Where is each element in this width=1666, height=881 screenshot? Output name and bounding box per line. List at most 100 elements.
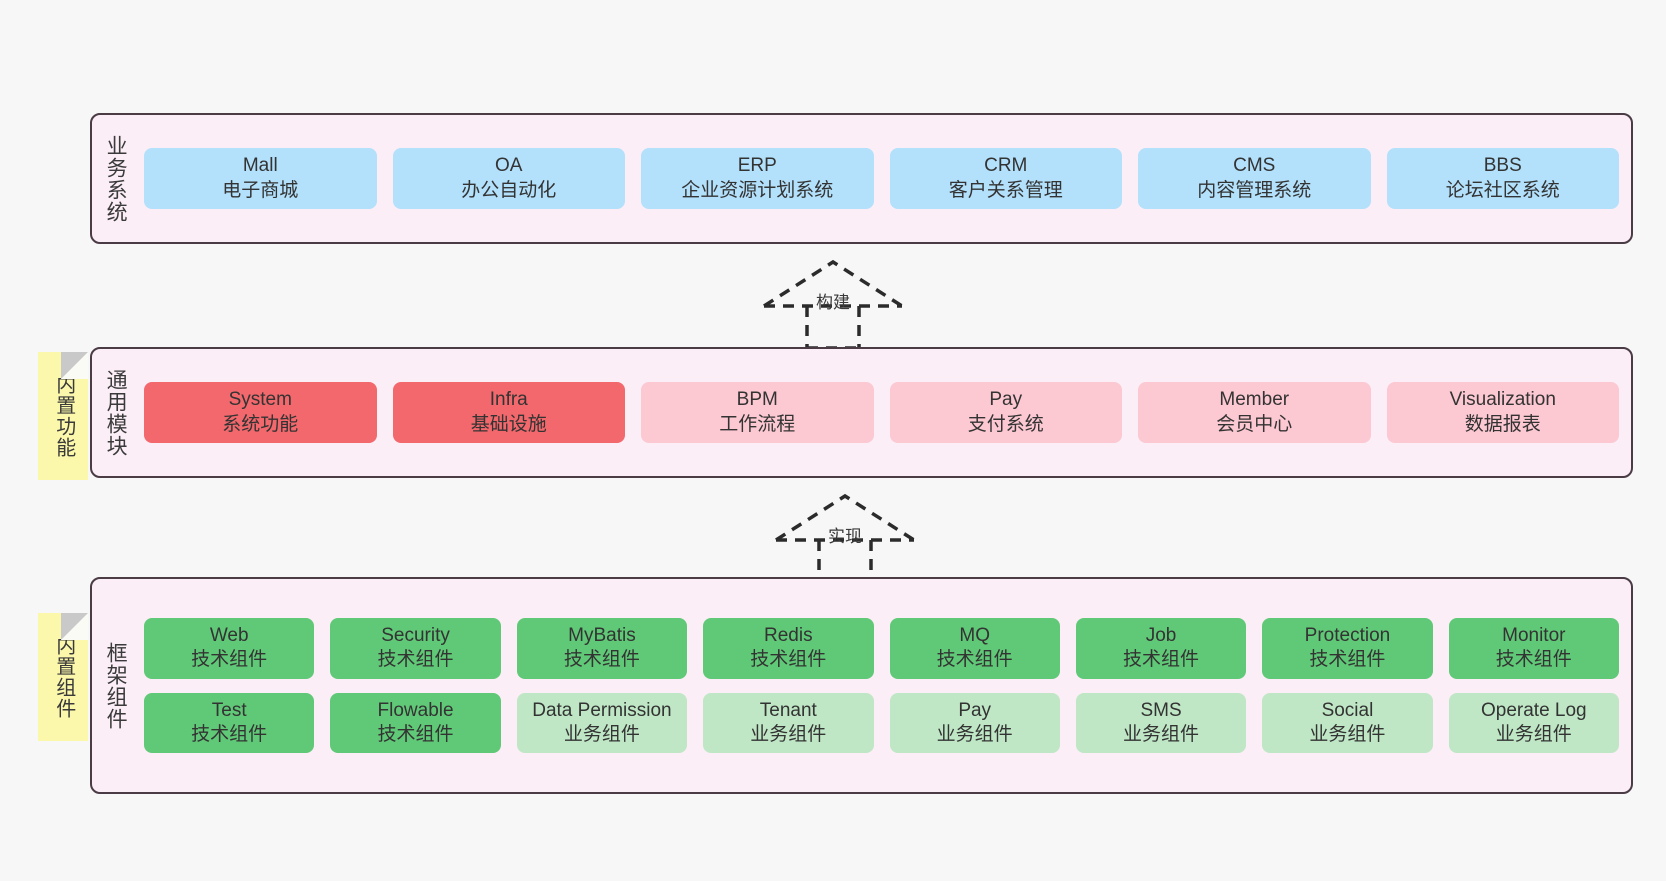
card-title: Pay bbox=[989, 389, 1023, 411]
card-title: Protection bbox=[1304, 624, 1391, 646]
card-title: Monitor bbox=[1502, 624, 1566, 646]
card-social[interactable]: Social 业务组件 bbox=[1262, 692, 1433, 754]
card-security[interactable]: Security 技术组件 bbox=[330, 617, 501, 679]
card-subtitle: 支付系统 bbox=[967, 413, 1044, 435]
card-title: MQ bbox=[959, 624, 990, 646]
card-title: Test bbox=[211, 699, 247, 721]
card-row: Test 技术组件 Flowable 技术组件 Data Permission … bbox=[144, 692, 1619, 754]
card-sms[interactable]: SMS 业务组件 bbox=[1075, 692, 1247, 754]
card-title: BPM bbox=[736, 389, 778, 411]
card-subtitle: 业务组件 bbox=[1123, 723, 1200, 745]
card-title: Social bbox=[1321, 699, 1374, 721]
card-title: Data Permission bbox=[532, 699, 672, 721]
layer-business-system: 业务系统 Mall 电子商城 OA 办公自动化 ERP 企业资源计划系统 CRM… bbox=[90, 113, 1633, 244]
card-job[interactable]: Job 技术组件 bbox=[1075, 617, 1247, 679]
card-subtitle: 业务组件 bbox=[1309, 723, 1386, 745]
card-mq[interactable]: MQ 技术组件 bbox=[889, 617, 1060, 679]
card-title: Job bbox=[1145, 624, 1177, 646]
card-subtitle: 系统功能 bbox=[222, 413, 299, 435]
connector-implement: 实现 bbox=[772, 492, 918, 584]
card-title: SMS bbox=[1140, 699, 1182, 721]
card-crm[interactable]: CRM 客户关系管理 bbox=[889, 148, 1122, 209]
card-infra[interactable]: Infra 基础设施 bbox=[392, 382, 625, 443]
card-system[interactable]: System 系统功能 bbox=[144, 382, 377, 443]
card-mybatis[interactable]: MyBatis 技术组件 bbox=[516, 617, 688, 679]
card-subtitle: 技术组件 bbox=[1309, 649, 1386, 671]
note-text: 内置功能 bbox=[52, 374, 75, 458]
card-pay-component[interactable]: Pay 业务组件 bbox=[889, 692, 1060, 754]
card-subtitle: 技术组件 bbox=[563, 649, 640, 671]
card-visualization[interactable]: Visualization 数据报表 bbox=[1386, 382, 1619, 443]
card-title: Infra bbox=[489, 389, 528, 411]
card-subtitle: 业务组件 bbox=[750, 723, 827, 745]
card-web[interactable]: Web 技术组件 bbox=[144, 617, 315, 679]
card-title: CRM bbox=[984, 155, 1028, 177]
card-subtitle: 办公自动化 bbox=[461, 179, 557, 201]
card-subtitle: 技术组件 bbox=[750, 649, 827, 671]
card-pay-module[interactable]: Pay 支付系统 bbox=[889, 382, 1122, 443]
card-subtitle: 业务组件 bbox=[936, 723, 1013, 745]
card-row: Web 技术组件 Security 技术组件 MyBatis 技术组件 Redi… bbox=[144, 617, 1619, 679]
card-test[interactable]: Test 技术组件 bbox=[144, 692, 315, 754]
card-flowable[interactable]: Flowable 技术组件 bbox=[330, 692, 501, 754]
card-subtitle: 技术组件 bbox=[191, 723, 268, 745]
card-cms[interactable]: CMS 内容管理系统 bbox=[1138, 148, 1371, 209]
card-title: Redis bbox=[764, 624, 813, 646]
layer-title-business-system: 业务系统 bbox=[104, 134, 128, 223]
card-title: Tenant bbox=[759, 699, 817, 721]
card-subtitle: 业务组件 bbox=[563, 723, 640, 745]
card-data-permission[interactable]: Data Permission 业务组件 bbox=[516, 692, 688, 754]
layer-body-common-module: System 系统功能 Infra 基础设施 BPM 工作流程 Pay 支付系统… bbox=[138, 349, 1631, 476]
layer-common-module: 通用模块 System 系统功能 Infra 基础设施 BPM 工作流程 Pay… bbox=[90, 347, 1633, 478]
layer-framework-component: 框架组件 Web 技术组件 Security 技术组件 MyBatis 技术组件… bbox=[90, 577, 1633, 794]
card-subtitle: 技术组件 bbox=[1495, 649, 1572, 671]
card-title: Member bbox=[1219, 389, 1290, 411]
card-title: CMS bbox=[1233, 155, 1276, 177]
card-subtitle: 技术组件 bbox=[936, 649, 1013, 671]
card-subtitle: 技术组件 bbox=[377, 649, 454, 671]
card-subtitle: 会员中心 bbox=[1216, 413, 1293, 435]
connector-build: 构建 bbox=[760, 258, 906, 350]
card-subtitle: 电子商城 bbox=[222, 179, 299, 201]
card-subtitle: 客户关系管理 bbox=[948, 179, 1063, 201]
layer-title-common-module: 通用模块 bbox=[104, 368, 128, 457]
card-title: MyBatis bbox=[568, 624, 636, 646]
card-oa[interactable]: OA 办公自动化 bbox=[392, 148, 625, 209]
card-title: System bbox=[228, 389, 292, 411]
note-builtin-component: 内置组件 bbox=[38, 613, 88, 741]
card-title: Visualization bbox=[1449, 389, 1556, 411]
card-subtitle: 技术组件 bbox=[377, 723, 454, 745]
card-subtitle: 工作流程 bbox=[719, 413, 796, 435]
note-builtin-function: 内置功能 bbox=[38, 352, 88, 480]
card-mall[interactable]: Mall 电子商城 bbox=[144, 148, 377, 209]
card-monitor[interactable]: Monitor 技术组件 bbox=[1448, 617, 1619, 679]
card-subtitle: 论坛社区系统 bbox=[1445, 179, 1560, 201]
card-tenant[interactable]: Tenant 业务组件 bbox=[703, 692, 874, 754]
card-title: Flowable bbox=[377, 699, 454, 721]
note-text: 内置组件 bbox=[52, 635, 75, 719]
card-erp[interactable]: ERP 企业资源计划系统 bbox=[641, 148, 874, 209]
layer-body-framework-component: Web 技术组件 Security 技术组件 MyBatis 技术组件 Redi… bbox=[138, 579, 1631, 792]
card-title: Operate Log bbox=[1480, 699, 1587, 721]
card-bpm[interactable]: BPM 工作流程 bbox=[641, 382, 874, 443]
card-protection[interactable]: Protection 技术组件 bbox=[1262, 617, 1433, 679]
connector-implement-label: 实现 bbox=[828, 527, 862, 546]
card-title: ERP bbox=[737, 155, 777, 177]
card-title: OA bbox=[495, 155, 523, 177]
connector-build-label: 构建 bbox=[816, 293, 850, 312]
card-subtitle: 内容管理系统 bbox=[1197, 179, 1312, 201]
card-subtitle: 企业资源计划系统 bbox=[681, 179, 834, 201]
layer-title-framework-component: 框架组件 bbox=[104, 641, 128, 730]
card-subtitle: 基础设施 bbox=[470, 413, 547, 435]
card-subtitle: 数据报表 bbox=[1464, 413, 1541, 435]
card-subtitle: 技术组件 bbox=[191, 649, 268, 671]
card-title: Security bbox=[381, 624, 450, 646]
card-subtitle: 业务组件 bbox=[1495, 723, 1572, 745]
card-subtitle: 技术组件 bbox=[1123, 649, 1200, 671]
card-redis[interactable]: Redis 技术组件 bbox=[703, 617, 874, 679]
card-operate-log[interactable]: Operate Log 业务组件 bbox=[1448, 692, 1619, 754]
card-bbs[interactable]: BBS 论坛社区系统 bbox=[1386, 148, 1619, 209]
card-member[interactable]: Member 会员中心 bbox=[1138, 382, 1371, 443]
card-title: Mall bbox=[242, 155, 278, 177]
card-title: BBS bbox=[1483, 155, 1522, 177]
